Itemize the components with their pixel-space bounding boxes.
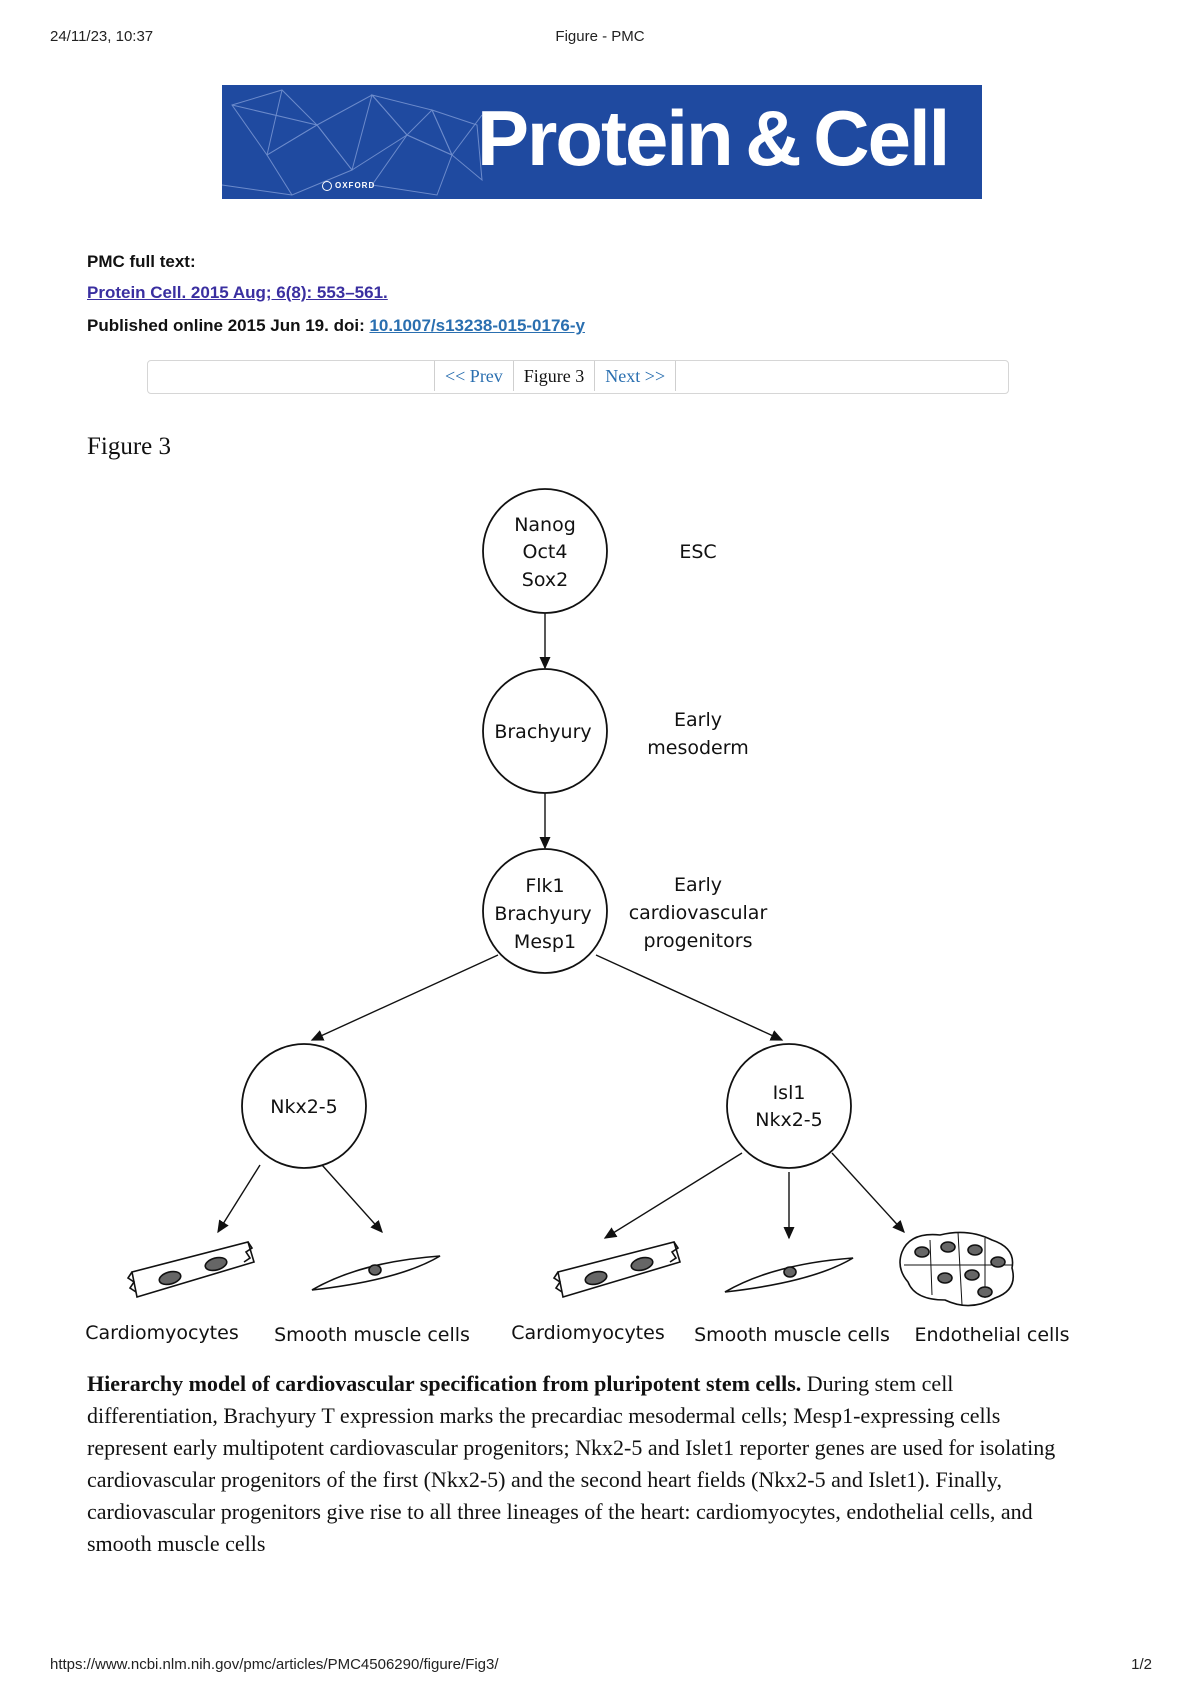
stage-progenitor-line-2: cardiovascular: [629, 902, 768, 924]
node-mesoderm-line-1: Brachyury: [494, 721, 591, 743]
figure-heading: Figure 3: [87, 433, 172, 460]
diagram-edges: [217, 613, 905, 1240]
edge-isl-to-endo: [831, 1152, 905, 1234]
node-isl-line-2: Nkx2-5: [755, 1109, 823, 1131]
citation-line: Protein Cell. 2015 Aug; 6(8): 553–561.: [87, 283, 388, 303]
node-nkx-circle: [241, 1043, 367, 1169]
cell-label-cardiomyocytes-right: Cardiomyocytes: [511, 1322, 664, 1344]
edge-progenitors-to-isl: [595, 954, 784, 1041]
edge-isl-to-cardio: [603, 1152, 743, 1239]
page-url: https://www.ncbi.nlm.nih.gov/pmc/article…: [50, 1656, 499, 1673]
stage-progenitor-line-1: Early: [674, 874, 722, 896]
node-esc-line-3: Sox2: [522, 569, 568, 591]
figure-pager: << Prev Figure 3 Next >>: [147, 360, 1009, 394]
node-progenitor-line-2: Brachyury: [494, 903, 591, 925]
publisher-logo: OXFORD: [322, 181, 375, 191]
current-figure-label: Figure 3: [523, 366, 585, 386]
node-isl-line-1: Isl1: [773, 1082, 806, 1104]
page-number: 1/2: [1131, 1656, 1152, 1673]
node-mesoderm-circle: [482, 668, 608, 794]
edge-nkx-to-cardio: [217, 1164, 261, 1234]
doi-link[interactable]: 10.1007/s13238-015-0176-y: [369, 316, 585, 335]
node-nkx-line-1: Nkx2-5: [270, 1096, 338, 1118]
node-progenitor-line-1: Flk1: [525, 875, 564, 897]
stage-mesoderm-line-2: mesoderm: [647, 737, 748, 759]
stage-progenitor-line-3: progenitors: [644, 930, 753, 952]
prev-figure-button[interactable]: << Prev: [434, 361, 514, 391]
caption-title: Hierarchy model of cardiovascular specif…: [87, 1371, 802, 1396]
stage-esc-line-1: ESC: [679, 541, 716, 563]
smooth-muscle-cell-illustration-right: [724, 1257, 854, 1293]
cell-label-cardiomyocytes-left: Cardiomyocytes: [85, 1322, 238, 1344]
caption-body: During stem cell differentiation, Brachy…: [87, 1371, 1056, 1556]
published-prefix: Published online 2015 Jun 19. doi:: [87, 316, 365, 335]
edge-progenitors-to-nkx: [310, 954, 499, 1041]
cardiomyocyte-cell-illustration-left: [126, 1241, 255, 1299]
endothelial-cell-illustration: [899, 1231, 1014, 1307]
cell-label-smooth-muscle-right: Smooth muscle cells: [694, 1324, 890, 1346]
node-esc-line-2: Oct4: [523, 541, 568, 563]
node-progenitor-line-3: Mesp1: [514, 931, 576, 953]
next-figure-button[interactable]: Next >>: [594, 361, 677, 391]
node-esc-line-1: Nanog: [514, 514, 576, 536]
hierarchy-diagram: Nanog Oct4 Sox2 Brachyury Flk1 Brachyury…: [85, 488, 1070, 1346]
figure-caption: Hierarchy model of cardiovascular specif…: [87, 1368, 1067, 1560]
cardiomyocyte-cell-illustration-right: [552, 1241, 681, 1299]
published-line: Published online 2015 Jun 19. doi: 10.10…: [87, 316, 585, 336]
edge-nkx-to-smooth: [321, 1164, 383, 1234]
node-progenitor-circle: [482, 848, 608, 974]
journal-logo-text: Protein & Cell: [477, 94, 950, 182]
stage-mesoderm-line-1: Early: [674, 709, 722, 731]
journal-banner[interactable]: OXFORD Protein & Cell: [222, 85, 982, 199]
cell-label-endothelial: Endothelial cells: [914, 1324, 1069, 1346]
print-date: 24/11/23, 10:37: [50, 28, 154, 45]
pmc-label: PMC full text:: [87, 252, 196, 271]
network-mesh-graphic: [222, 89, 483, 196]
node-isl-circle: [726, 1043, 852, 1169]
print-title: Figure - PMC: [555, 28, 645, 45]
node-esc-circle: [482, 488, 608, 614]
smooth-muscle-cell-illustration-left: [311, 1255, 441, 1291]
cell-label-smooth-muscle-left: Smooth muscle cells: [274, 1324, 470, 1346]
citation-link[interactable]: Protein Cell. 2015 Aug; 6(8): 553–561.: [87, 283, 388, 302]
